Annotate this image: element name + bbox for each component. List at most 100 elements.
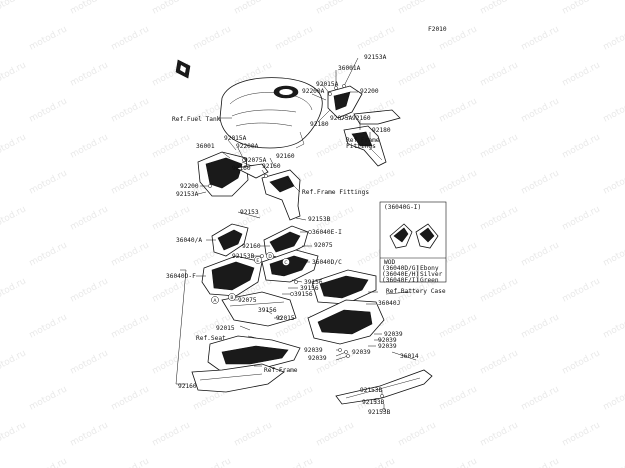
svg-text:E: E bbox=[256, 258, 259, 264]
watermark-text: motod.ru bbox=[602, 384, 625, 412]
watermark-text: motod.ru bbox=[438, 96, 479, 124]
part-label: 92015 bbox=[216, 325, 235, 332]
watermark-text: motod.ru bbox=[602, 96, 625, 124]
watermark-text: motod.ru bbox=[28, 96, 69, 124]
watermark-text: motod.ru bbox=[151, 348, 192, 376]
watermark-text: motod.ru bbox=[479, 204, 520, 232]
watermark-text: motod.ru bbox=[69, 132, 110, 160]
watermark-text: motod.ru bbox=[274, 456, 315, 468]
svg-text:Ebony: Ebony bbox=[420, 265, 439, 272]
part-label: 39156 bbox=[300, 285, 319, 292]
seat-cowl-assembly bbox=[191, 291, 301, 393]
watermark-text: motod.ru bbox=[0, 132, 28, 160]
frame-fitting-cover-right bbox=[343, 125, 387, 167]
part-label: 36040J bbox=[378, 300, 400, 307]
watermark-text: motod.ru bbox=[274, 24, 315, 52]
part-label: 92160 bbox=[242, 243, 261, 250]
watermark-text: motod.ru bbox=[151, 132, 192, 160]
watermark-text: motod.ru bbox=[602, 168, 625, 196]
ref-label: Ref.Frame bbox=[264, 367, 298, 374]
part-label: 92075 bbox=[238, 297, 257, 304]
watermark-text: motod.ru bbox=[0, 276, 28, 304]
callout-e: E bbox=[254, 256, 262, 264]
bolt-markers bbox=[208, 84, 386, 412]
watermark-text: motod.ru bbox=[0, 0, 28, 17]
watermark-text: motod.ru bbox=[479, 60, 520, 88]
part-label: 92039 bbox=[378, 337, 397, 344]
watermark-text: motod.ru bbox=[397, 420, 438, 448]
watermark-text: motod.ru bbox=[561, 204, 602, 232]
front-arrow-icon bbox=[175, 59, 191, 79]
watermark-text: motod.ru bbox=[561, 0, 602, 17]
watermark-text: motod.ru bbox=[151, 276, 192, 304]
part-label: 92039 bbox=[384, 331, 403, 338]
ref-label: Ref.Battery Case bbox=[386, 288, 446, 295]
watermark-text: motod.ru bbox=[0, 420, 28, 448]
part-label: 92153B bbox=[308, 216, 331, 223]
legend-heading: WOD bbox=[384, 259, 395, 266]
part-label: 92200 bbox=[360, 88, 379, 95]
part-label: 92200A bbox=[302, 88, 325, 95]
part-label: 39156 bbox=[304, 279, 323, 286]
ref-label: Ref.Seat bbox=[196, 335, 226, 342]
svg-text:(36040F/I): (36040F/I) bbox=[382, 277, 419, 284]
watermark-text: motod.ru bbox=[69, 0, 110, 17]
watermark-text: motod.ru bbox=[110, 168, 151, 196]
center-cover bbox=[261, 249, 319, 283]
part-label: 92015 bbox=[276, 315, 295, 322]
part-label: 39156 bbox=[294, 291, 313, 298]
part-label: 92075 bbox=[314, 242, 333, 249]
watermark-text: motod.ru bbox=[233, 0, 274, 17]
watermark-text: motod.ru bbox=[110, 312, 151, 340]
part-label: 92160 bbox=[276, 153, 295, 160]
figure-code: F2010 bbox=[428, 26, 447, 33]
part-label: 36040D-F bbox=[166, 273, 196, 280]
watermark-text: motod.ru bbox=[151, 204, 192, 232]
watermark-text: motod.ru bbox=[110, 240, 151, 268]
watermark-text: motod.ru bbox=[520, 384, 561, 412]
part-label: 92153B bbox=[232, 253, 255, 260]
watermark-text: motod.ru bbox=[69, 420, 110, 448]
watermark-text: motod.ru bbox=[438, 456, 479, 468]
watermark-text: motod.ru bbox=[479, 348, 520, 376]
svg-text:A: A bbox=[213, 298, 217, 304]
watermark-text: motod.ru bbox=[28, 24, 69, 52]
ref-label: Ref.Frame bbox=[346, 137, 380, 144]
watermark-text: motod.ru bbox=[0, 348, 28, 376]
watermark-text: motod.ru bbox=[151, 0, 192, 17]
watermark-text: motod.ru bbox=[28, 312, 69, 340]
watermark-text: motod.ru bbox=[479, 132, 520, 160]
watermark-text: motod.ru bbox=[561, 60, 602, 88]
part-label: 92075A bbox=[244, 157, 267, 164]
watermark-text: motod.ru bbox=[438, 168, 479, 196]
part-label: 92153A bbox=[176, 191, 199, 198]
part-label: 92160 bbox=[262, 163, 281, 170]
watermark-text: motod.ru bbox=[602, 456, 625, 468]
watermark-text: motod.ru bbox=[69, 204, 110, 232]
watermark-text: motod.ru bbox=[110, 456, 151, 468]
part-label: 92160 bbox=[232, 165, 251, 172]
chain-cover bbox=[335, 369, 433, 405]
watermark-text: motod.ru bbox=[274, 384, 315, 412]
part-label: 92153A bbox=[364, 54, 387, 61]
part-label: 92015A bbox=[316, 81, 339, 88]
part-label: 36014 bbox=[400, 353, 419, 360]
watermark-text: motod.ru bbox=[69, 276, 110, 304]
part-labels: 92153A 36001A 92015A 92200A 92200 Ref.Fu… bbox=[166, 54, 446, 416]
ref-label: Ref.Fuel Tank bbox=[172, 116, 221, 123]
part-label: 92153 bbox=[240, 209, 259, 216]
svg-text:C: C bbox=[284, 260, 287, 266]
watermark-text: motod.ru bbox=[602, 240, 625, 268]
legend-row: (36040D/G) Ebony bbox=[382, 265, 439, 272]
watermark-text: motod.ru bbox=[0, 204, 28, 232]
watermark-text: motod.ru bbox=[233, 420, 274, 448]
watermark-text: motod.ru bbox=[561, 276, 602, 304]
part-label: 39156 bbox=[258, 307, 277, 314]
watermark-text: motod.ru bbox=[520, 96, 561, 124]
part-label: 92039 bbox=[308, 355, 327, 362]
part-label: 92200A bbox=[236, 143, 259, 150]
watermark-text: motod.ru bbox=[602, 24, 625, 52]
shroud-left bbox=[211, 223, 249, 257]
callout-c: C bbox=[282, 258, 290, 266]
